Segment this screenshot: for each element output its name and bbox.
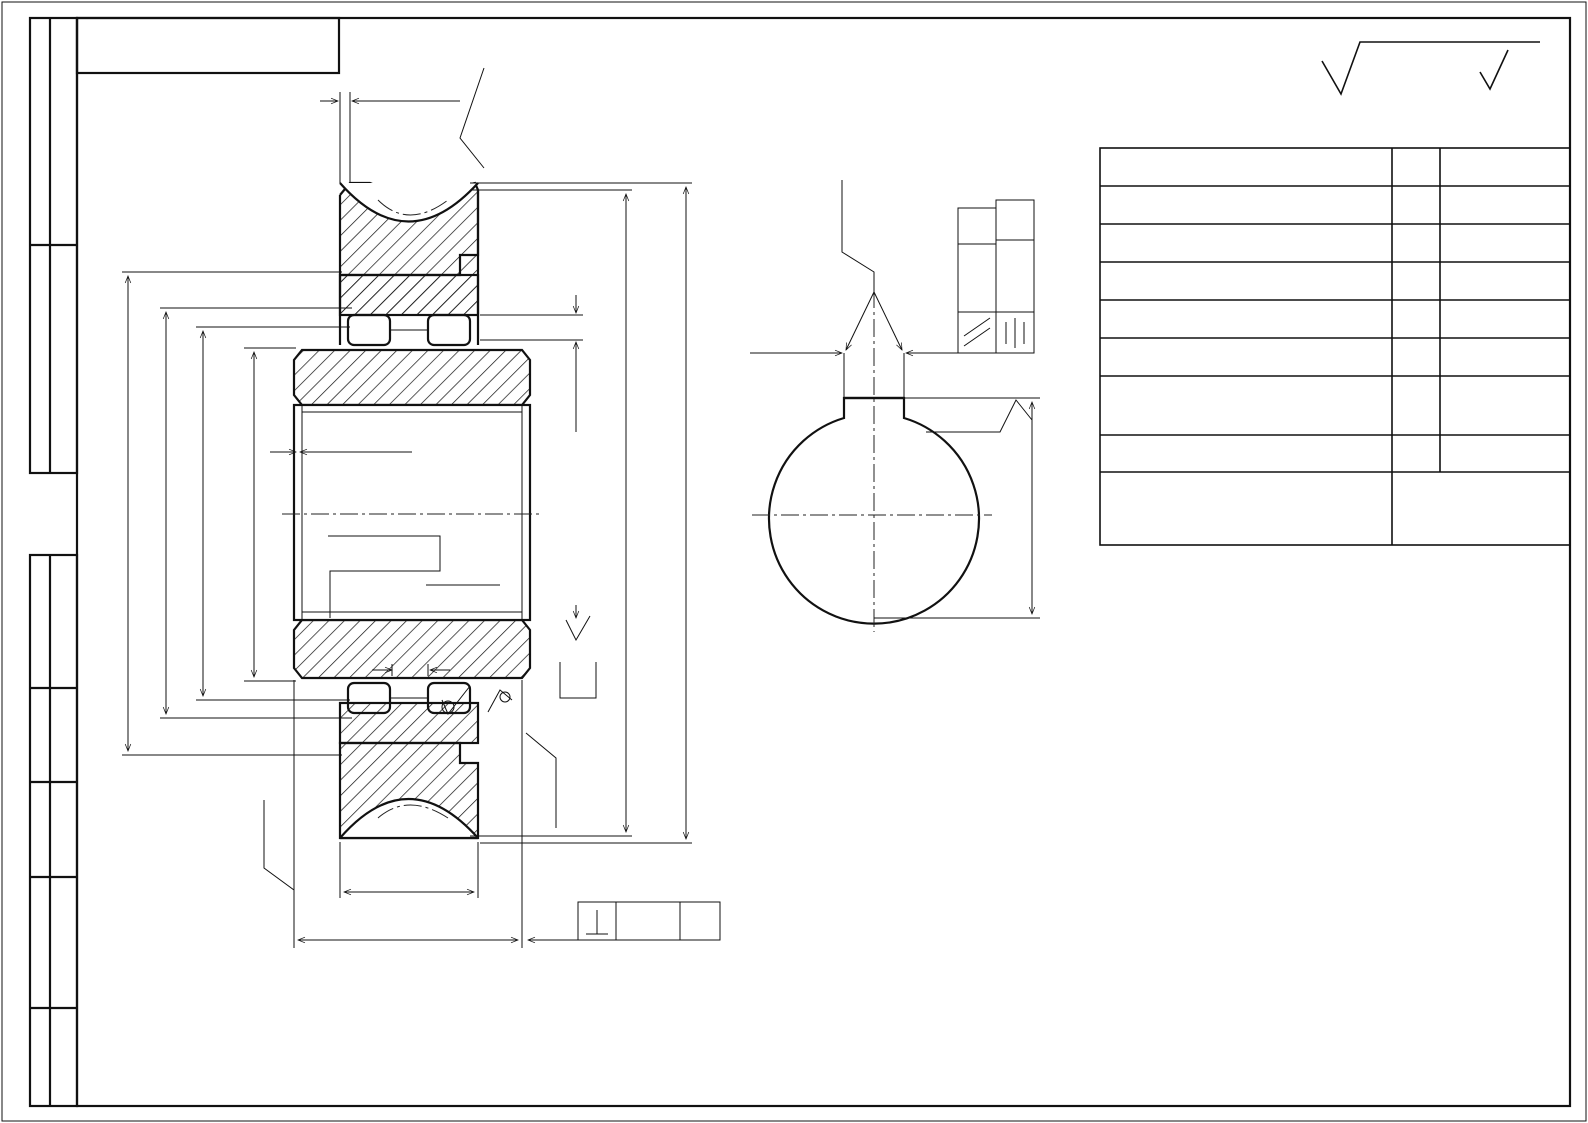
worm-wheel-section-view [282, 181, 540, 840]
main-view-dimensions [122, 67, 692, 948]
symmetry-tolerance-frame [957, 199, 1035, 354]
stamp-box [75, 16, 341, 75]
perpendicularity-frame [577, 901, 721, 941]
parameter-table [1099, 147, 1571, 546]
surface-symbols [441, 685, 513, 715]
left-margin-strip [28, 16, 79, 1108]
roughness-symbol-general [1321, 41, 1540, 96]
